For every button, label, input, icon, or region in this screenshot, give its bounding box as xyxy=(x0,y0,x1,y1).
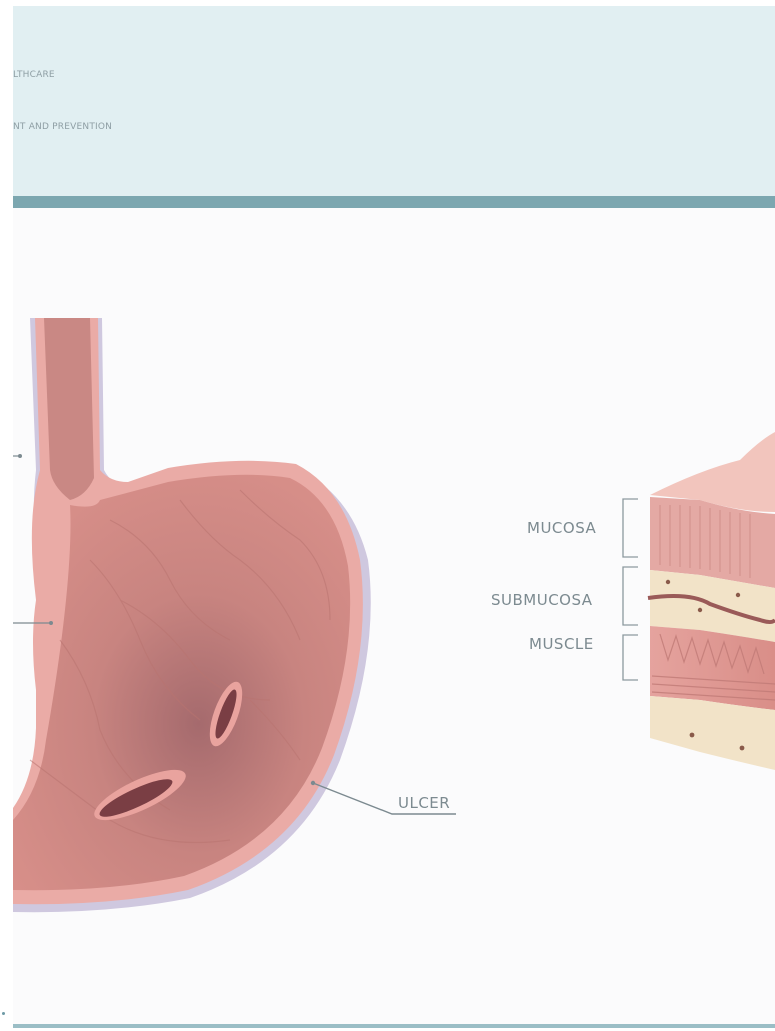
submucosa-label: SUBMUCOSA xyxy=(491,591,593,609)
footer-divider-bar xyxy=(13,1024,775,1028)
submucosa-bracket xyxy=(623,567,638,625)
muscle-bracket xyxy=(623,635,638,680)
mucosa-bracket xyxy=(623,499,638,557)
muscle-label: MUSCLE xyxy=(529,635,594,653)
mucosa-label: MUCOSA xyxy=(527,519,596,537)
tissue-block xyxy=(648,432,775,770)
esophagus xyxy=(44,318,94,500)
footer-marker xyxy=(2,1012,5,1015)
ulcer-label: ULCER xyxy=(398,794,450,812)
